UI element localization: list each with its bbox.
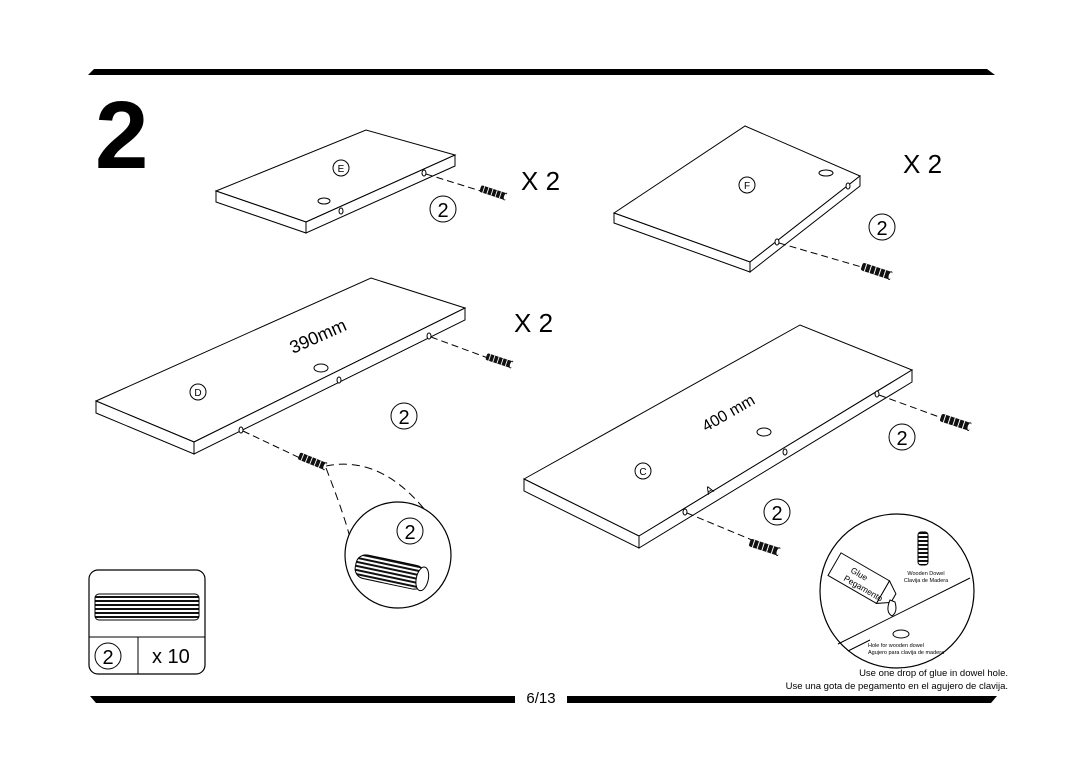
glue-detail: [819, 513, 975, 669]
panel-f-letter: F: [744, 181, 750, 192]
hole-label-en: Hole for wooden dowel: [868, 643, 924, 649]
glue-note-es: Use una gota de pegamento en el agujero …: [785, 680, 1008, 692]
bottom-rule-right: [567, 696, 997, 703]
dowel-label-es: Clavija de Madera: [904, 578, 949, 584]
panel-c: [522, 324, 943, 549]
zoom-circle: [344, 501, 452, 609]
panel-f-quantity: X 2: [903, 149, 942, 179]
panel-e-quantity: X 2: [521, 166, 560, 196]
dowel-d-bottom: [297, 451, 328, 471]
parts-box-callout: 2: [102, 647, 113, 669]
parts-box-quantity: x 10: [152, 646, 190, 668]
dowel-f: [859, 262, 893, 281]
panel-f-callout: 2: [876, 218, 887, 240]
bottom-rule-left: [90, 696, 515, 703]
panel-d-letter: D: [194, 388, 201, 399]
parts-box: [88, 569, 206, 675]
panel-f: [612, 125, 896, 274]
top-rule: [88, 69, 995, 75]
panel-c-letter: C: [639, 467, 646, 478]
dowel-d-right: [484, 352, 514, 369]
dowel-c-bottom: [747, 538, 781, 557]
dowel-e: [478, 184, 508, 201]
glue-note: Use one drop of glue in dowel hole. Use …: [786, 668, 1008, 693]
panel-c-callout-right: 2: [896, 428, 907, 450]
hole-label-es: Agujero para clavija de madera: [868, 650, 945, 656]
panel-d-quantity: X 2: [514, 308, 553, 338]
dowel-c-right: [938, 413, 972, 432]
panel-e-callout: 2: [437, 200, 448, 222]
panel-e-letter: E: [338, 164, 345, 175]
panel-e: [214, 129, 485, 234]
page-number: 6/13: [517, 690, 565, 708]
panel-d-callout: 2: [398, 407, 409, 429]
panel-c-callout-bottom: 2: [771, 503, 782, 525]
zoom-callout: 2: [404, 522, 415, 544]
dowel-label-en: Wooden Dowel: [907, 571, 944, 577]
step-number: 2: [95, 82, 149, 189]
panel-d: [94, 277, 489, 549]
glue-note-en: Use one drop of glue in dowel hole.: [859, 668, 1008, 679]
